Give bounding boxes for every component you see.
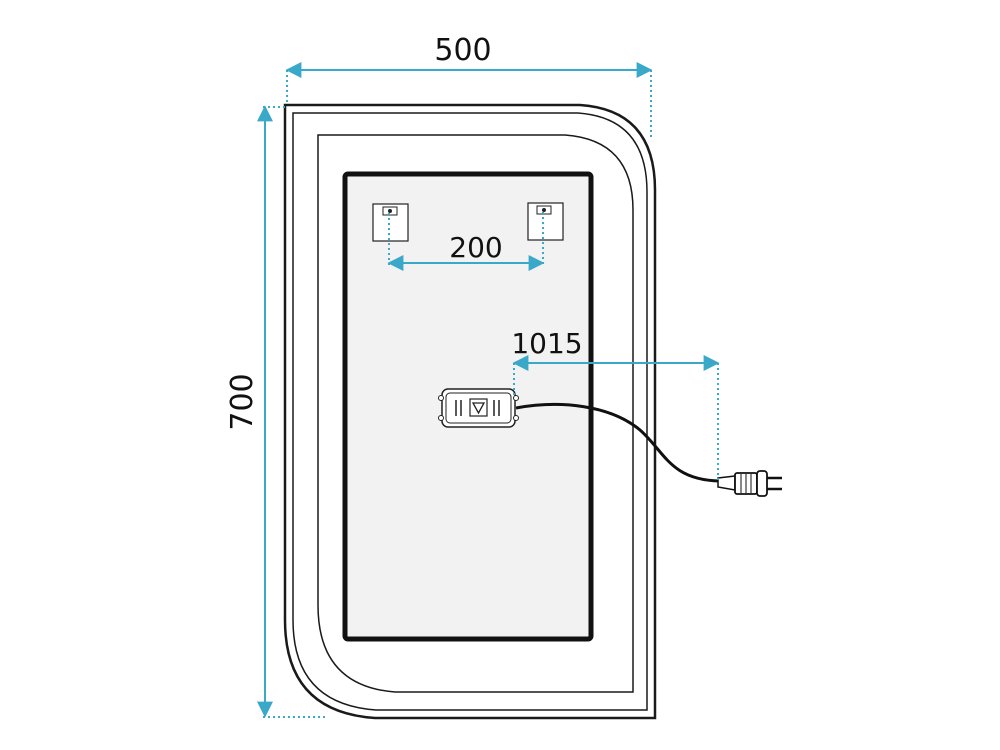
power-plug-icon — [717, 470, 782, 497]
hanger-spacing-dimension: 200 — [387, 212, 545, 271]
mirror-frame-inner-edge — [292, 112, 648, 711]
width-label: 500 — [434, 33, 491, 68]
hanger-bracket-icon — [527, 202, 564, 241]
height-label: 700 — [225, 373, 260, 430]
hanger-bracket-icon — [372, 203, 409, 242]
control-box-icon — [438, 388, 519, 428]
hanger-spacing-label: 200 — [449, 231, 502, 264]
height-dimension: 700 — [225, 105, 328, 718]
power-cable — [515, 403, 721, 483]
width-dimension: 500 — [285, 33, 653, 140]
cable-length-dimension: 1015 — [511, 327, 720, 480]
mirror-light-strip — [317, 134, 634, 693]
cable-length-label: 1015 — [511, 327, 582, 360]
mirror-outer-edge — [283, 103, 657, 720]
